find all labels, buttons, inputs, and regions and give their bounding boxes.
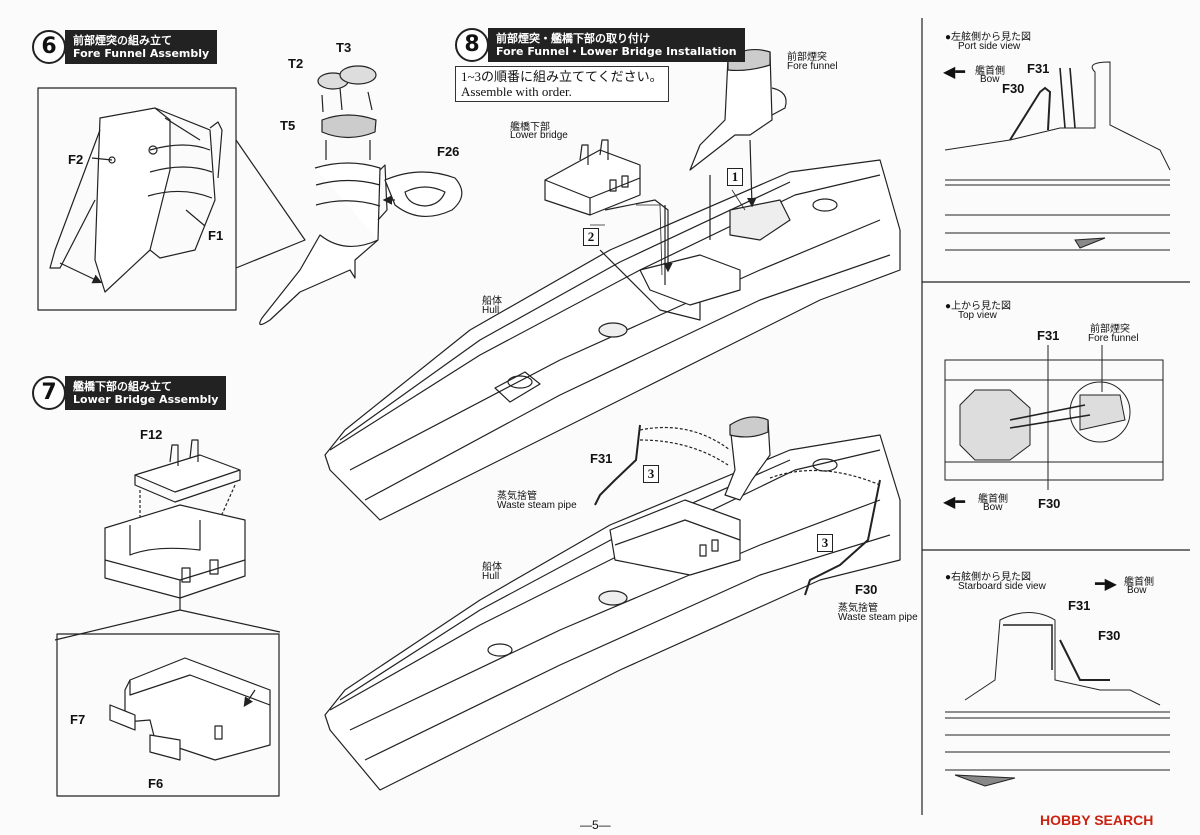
step7-title-en: Lower Bridge Assembly [73, 393, 219, 406]
top-view-title-ja: ●上から見た図 [945, 301, 1012, 312]
lower-bridge-parts [54, 439, 281, 641]
exploded-funnel [259, 65, 463, 326]
step7-title-ja: 艦橋下部の組み立て [73, 380, 172, 393]
step8-title: 前部煙突・艦橋下部の取り付け Fore Funnel・Lower Bridge … [488, 28, 745, 62]
view-drawings [944, 61, 1171, 787]
label-fore-funnel-ja: 前部煙突 [787, 52, 827, 63]
part-f30-step8: F30 [855, 582, 878, 597]
step7-detail-box [56, 633, 280, 797]
part-f7: F7 [70, 712, 86, 727]
step6-detail-box [37, 87, 237, 311]
label-hull-en-lower: Hull [482, 571, 500, 582]
port-bow-en: Bow [980, 74, 1000, 85]
port-f31: F31 [1027, 61, 1050, 76]
label-waste-pipe-ja-left: 蒸気捨管 [497, 491, 537, 502]
part-f1: F1 [208, 228, 224, 243]
step7-title: 艦橋下部の組み立て Lower Bridge Assembly [65, 376, 227, 410]
upper-hull [324, 159, 901, 521]
port-bow-ja: 艦首側 [975, 66, 1005, 77]
funnel-installed [689, 48, 787, 208]
part-t5: T5 [280, 118, 296, 133]
starboard-view-title-en: Starboard side view [958, 581, 1046, 592]
label-hull-en-upper: Hull [482, 305, 500, 316]
part-f2: F2 [68, 152, 84, 167]
starboard-f31: F31 [1068, 598, 1091, 613]
label-waste-pipe-ja-right: 蒸気捨管 [838, 603, 878, 614]
port-view-title-en: Port side view [958, 41, 1021, 52]
step8-order-note: 1~3の順番に組み立ててください。 Assemble with order. [455, 66, 669, 102]
part-f12: F12 [140, 427, 163, 442]
step8-number: 8 [455, 28, 489, 62]
port-f30: F30 [1002, 81, 1025, 96]
top-f30: F30 [1038, 496, 1061, 511]
lower-hull [324, 416, 901, 791]
step8-note-en: Assemble with order. [461, 84, 572, 99]
step6-title-ja: 前部煙突の組み立て [73, 34, 172, 47]
part-f31-step8: F31 [590, 451, 613, 466]
step7-number: 7 [32, 376, 66, 410]
top-funnel-ja: 前部煙突 [1090, 324, 1130, 335]
port-view-title-ja: ●左舷側から見た図 [945, 32, 1032, 43]
starboard-view-title-ja: ●右舷側から見た図 [945, 572, 1032, 583]
label-waste-pipe-en-right: Waste steam pipe [838, 612, 918, 623]
port-bow-arrow-icon: ◀━ [943, 62, 965, 81]
part-f6: F6 [148, 776, 164, 791]
starboard-bow-en: Bow [1127, 585, 1147, 596]
top-bow-en: Bow [983, 502, 1003, 513]
top-f31: F31 [1037, 328, 1060, 343]
top-bow-arrow-icon: ◀━ [943, 492, 965, 511]
step6-title-en: Fore Funnel Assembly [73, 47, 210, 60]
label-lower-bridge-ja: 艦橋下部 [510, 122, 550, 133]
funnel-half-parts [49, 107, 223, 293]
page-number: —5— [580, 818, 611, 832]
bridge-halves-detail [109, 657, 271, 761]
starboard-bow-ja: 艦首側 [1124, 577, 1154, 588]
label-fore-funnel-en: Fore funnel [787, 61, 838, 72]
starboard-f30: F30 [1098, 628, 1121, 643]
starboard-bow-arrow-icon: ━▶ [1095, 574, 1117, 593]
step6-number: 6 [32, 30, 66, 64]
step8-title-en: Fore Funnel・Lower Bridge Installation [496, 45, 737, 58]
top-funnel-en: Fore funnel [1088, 333, 1139, 344]
order-box-2: 2 [583, 228, 599, 246]
label-waste-pipe-en-left: Waste steam pipe [497, 500, 577, 511]
top-view-title-en: Top view [958, 310, 997, 321]
part-t2: T2 [288, 56, 304, 71]
part-t3: T3 [336, 40, 352, 55]
label-hull-ja-lower: 船体 [482, 562, 502, 573]
order-box-3b: 3 [817, 534, 833, 552]
order-box-3a: 3 [643, 465, 659, 483]
step6-title: 前部煙突の組み立て Fore Funnel Assembly [65, 30, 218, 64]
top-bow-ja: 艦首側 [978, 494, 1008, 505]
part-f26: F26 [437, 144, 460, 159]
step8-title-ja: 前部煙突・艦橋下部の取り付け [496, 32, 650, 45]
lower-bridge-installed [544, 139, 673, 273]
order-box-1: 1 [727, 168, 743, 186]
label-hull-ja-upper: 船体 [482, 296, 502, 307]
step8-note-ja: 1~3の順番に組み立ててください。 [461, 69, 663, 84]
watermark-logo: HOBBY SEARCH [1040, 812, 1154, 828]
label-lower-bridge-en: Lower bridge [510, 130, 568, 141]
